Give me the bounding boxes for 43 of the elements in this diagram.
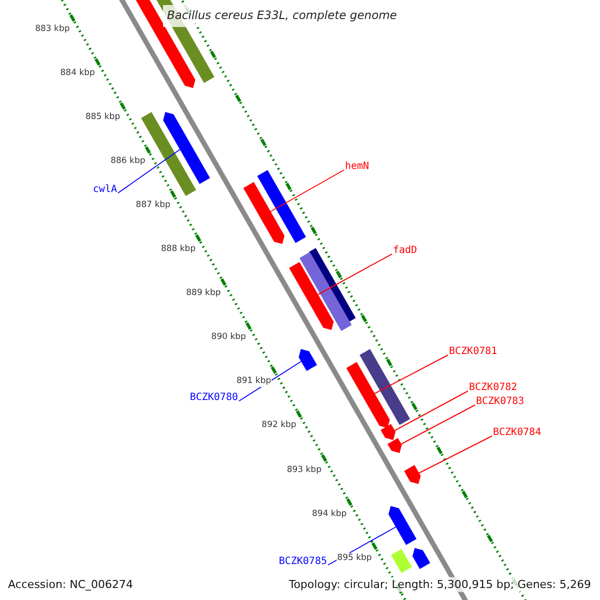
gene-segment [380, 424, 396, 440]
gene-segment [300, 252, 352, 331]
leader-line [394, 390, 468, 431]
leader-line [400, 404, 476, 444]
scale-label: 885 kbp [84, 112, 122, 123]
gene-segment [257, 170, 306, 243]
gene-segment [388, 438, 402, 453]
scale-label: 891 kbp [235, 376, 272, 387]
scale-label: 888 kbp [160, 244, 197, 255]
gene-segment [346, 362, 390, 428]
gene-label: BCZK0780 [190, 392, 238, 404]
gene-segment [391, 549, 412, 573]
gene-segment [243, 182, 284, 244]
leader-line [374, 354, 448, 394]
gene-label: hemN [345, 161, 370, 173]
scale-label: 887 kbp [134, 200, 172, 211]
scale-label: 893 kbp [286, 464, 322, 475]
gene-segment [412, 548, 430, 569]
scale-label: 890 kbp [210, 332, 247, 343]
gene-segment [163, 112, 210, 184]
gene-segment [360, 349, 410, 425]
scale-label: 894 kbp [311, 508, 348, 519]
gene-label: BCZK0784 [493, 427, 542, 439]
scale-label: 895 kbp [336, 552, 373, 563]
scale-label: 889 kbp [185, 288, 222, 299]
gene-label: fadD [393, 245, 418, 257]
scale-label: 892 kbp [260, 420, 298, 431]
gene-segment [404, 465, 421, 484]
gene-label: BCZK0785 [278, 556, 327, 568]
gene-segment [388, 506, 416, 545]
leader-line [318, 254, 392, 295]
gene-segment [289, 262, 334, 330]
leader-line [118, 149, 180, 194]
scale-label: 886 kbp [110, 156, 146, 167]
gene-label: BCZK0781 [449, 346, 498, 358]
gene-label: BCZK0782 [469, 382, 518, 394]
scale-label: 883 kbp [34, 24, 71, 35]
gene-label: cwlA [92, 184, 117, 196]
leader-line [270, 170, 344, 212]
gene-label: BCZK0783 [476, 396, 524, 408]
scale-label: 884 kbp [59, 68, 96, 79]
gene-segment [298, 349, 317, 371]
leader-line [418, 436, 492, 474]
